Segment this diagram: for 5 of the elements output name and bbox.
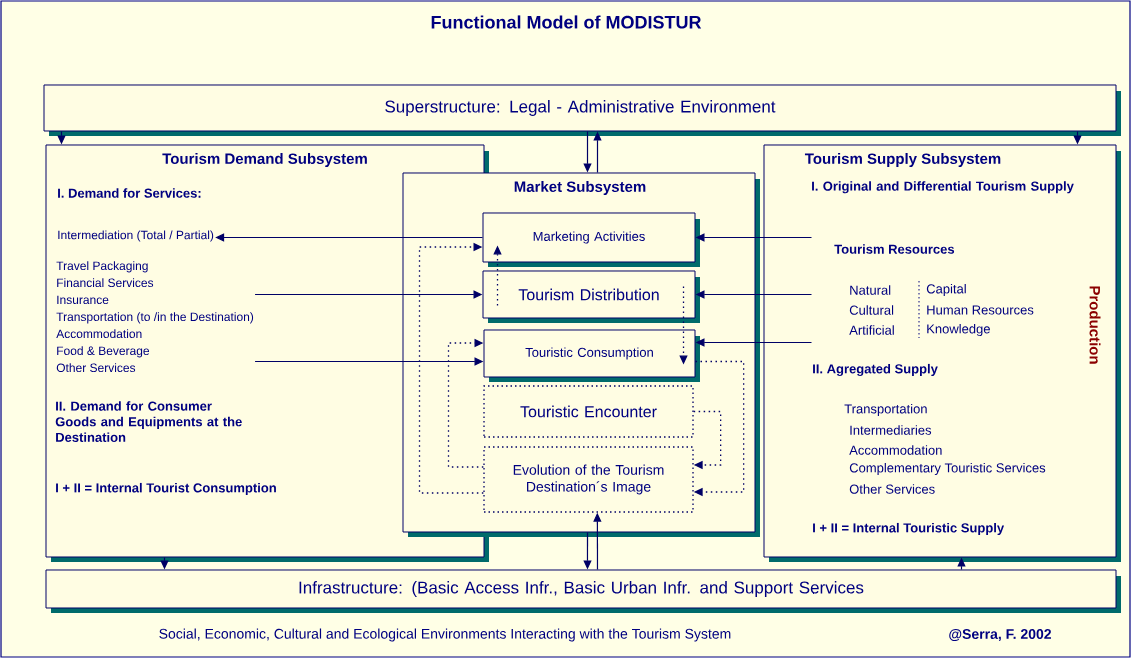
environment-band: Superstructure: Legal - Administrative Environment (43, 84, 1121, 136)
caption: Social, Economic, Cultural and Ecological Environments Interacting with the Tourism System (159, 628, 731, 642)
environment-band: Infrastructure: (Basic Access Infr., Basic Urban Infr. and Support Services (45, 569, 1121, 613)
credit-text: @Serra, F. 2002 (949, 628, 1051, 642)
title: Functional Model of MODISTUR (431, 15, 702, 29)
